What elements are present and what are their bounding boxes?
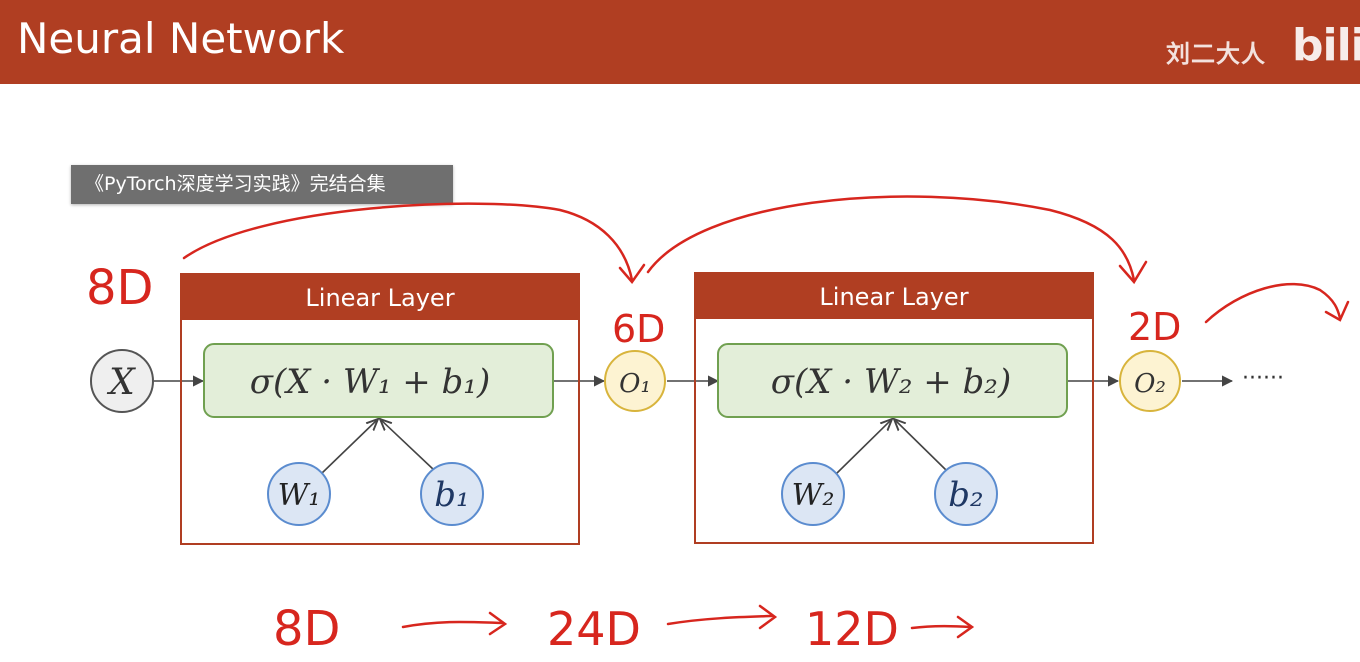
bottom-arrow-2 <box>666 614 774 626</box>
author-watermark: 刘二大人 <box>1166 40 1266 68</box>
bottom-arrowhead-1 <box>488 611 508 636</box>
bottom-dim-1: 8D <box>273 601 341 657</box>
bias-1-label: b₁ <box>434 475 469 515</box>
handwritten-annotations <box>182 195 1350 639</box>
layer-1-formula: σ(X · W₁ + b₁) <box>250 362 490 402</box>
layer-2-label: Linear Layer <box>819 283 968 311</box>
weight-1-node <box>267 462 331 526</box>
weight-2-label: W₂ <box>792 478 835 513</box>
bottom-arrow-1 <box>401 620 504 629</box>
curve-arrow-1 <box>182 202 634 282</box>
layer-1-label: Linear Layer <box>305 284 454 312</box>
linear-layer-1: Linear Layer σ(X · W₁ + b₁) W₁ b₁ <box>180 273 580 545</box>
input-dim-label: 8D <box>86 260 154 316</box>
curve-arrowhead-1 <box>618 263 646 285</box>
curve-arrowhead-3 <box>1324 300 1350 322</box>
title-bar: Neural Network 刘二大人 bilib <box>0 0 1360 84</box>
output-1-node: O₁ <box>604 350 666 412</box>
bias-1-node <box>420 462 484 526</box>
linear-layer-2: Linear Layer σ(X · W₂ + b₂) W₂ b₂ <box>694 272 1094 544</box>
bilibili-logo: bilib <box>1292 20 1360 71</box>
bottom-arrow-3 <box>910 624 972 630</box>
page-title: Neural Network <box>17 14 345 63</box>
bottom-dim-3: 12D <box>805 602 899 656</box>
o1-dim-label: 6D <box>612 307 665 351</box>
curve-arrow-3 <box>1204 282 1342 324</box>
curve-arrowhead-2 <box>1118 260 1148 285</box>
output-1-label: O₁ <box>619 369 651 399</box>
continuation-ellipsis: ······ <box>1242 366 1284 391</box>
bias-2-label: b₂ <box>948 475 983 515</box>
weight-2-node <box>781 462 845 526</box>
output-2-node: O₂ <box>1119 350 1181 412</box>
bottom-dim-2: 24D <box>547 602 641 656</box>
layer-2-formula: σ(X · W₂ + b₂) <box>771 362 1011 402</box>
bias-2-node <box>934 462 998 526</box>
input-node: X <box>90 349 154 413</box>
bottom-arrowhead-2 <box>758 604 778 630</box>
dimension-labels: 8D 6D 2D 8D 24D 12D <box>86 260 1181 657</box>
input-label: X <box>106 362 136 403</box>
output-2-label: O₂ <box>1134 369 1166 399</box>
video-caption: 《PyTorch深度学习实践》完结合集 <box>71 165 453 204</box>
o2-dim-label: 2D <box>1128 305 1181 349</box>
bottom-arrowhead-3 <box>956 615 975 639</box>
weight-1-label: W₁ <box>278 478 321 513</box>
curve-arrow-2 <box>646 195 1136 282</box>
